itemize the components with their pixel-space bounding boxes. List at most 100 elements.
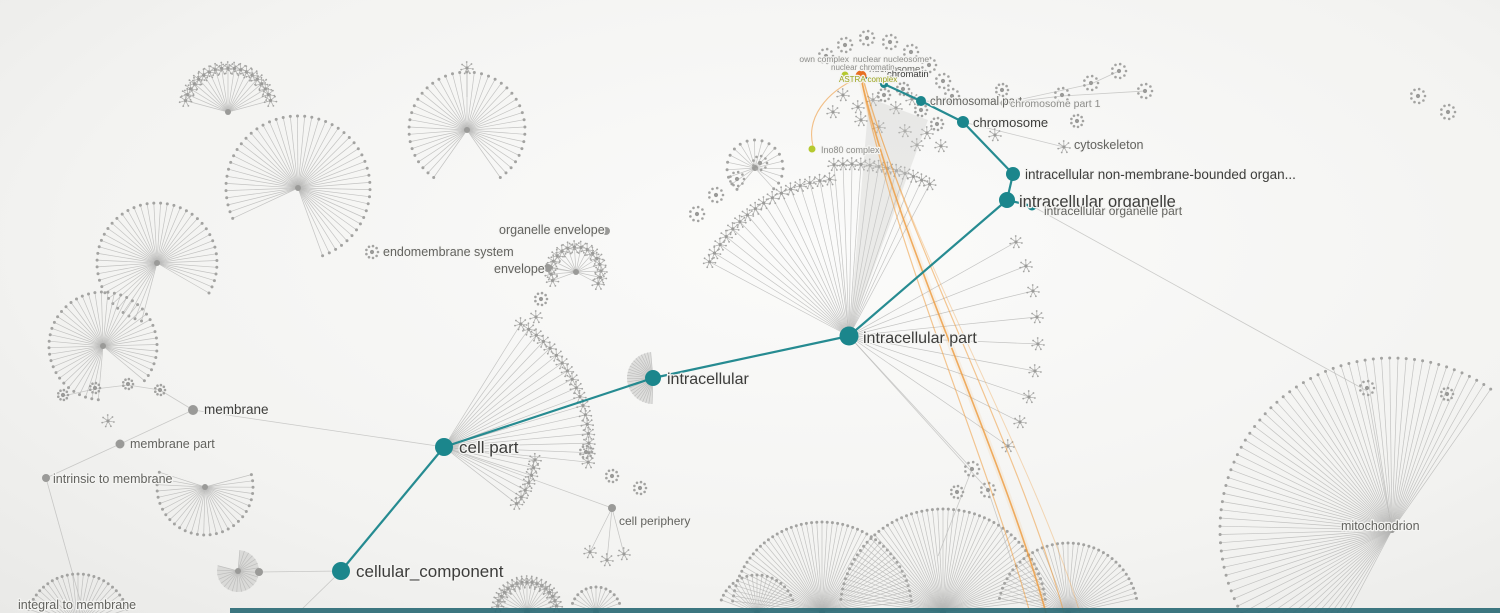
cluster-fan	[441, 444, 542, 510]
gray-edge	[119, 409, 194, 445]
leaf-daisy-cluster	[365, 244, 380, 260]
graph-node-cell_part[interactable]	[435, 438, 453, 456]
cluster-fan	[216, 550, 259, 593]
gray-node[interactable]	[188, 405, 198, 415]
leaf-daisy-cluster	[1440, 103, 1457, 121]
graph-node-chromosome[interactable]	[957, 116, 969, 128]
path-edge-intracellular-intracellular_part	[652, 334, 850, 380]
leaf-daisy-cluster	[708, 186, 725, 204]
gray-edge	[258, 570, 342, 573]
fan-wedge	[849, 98, 928, 336]
leaf-star-cluster	[920, 126, 934, 140]
node-label: nucleosome	[869, 64, 920, 75]
graph-node-astra_complex[interactable]	[841, 71, 849, 79]
graph-node-intracellular_organelle[interactable]	[999, 192, 1015, 208]
leaf-daisy-cluster	[1070, 113, 1085, 129]
graph-node-intracellular_part[interactable]	[839, 326, 859, 346]
gray-edge	[1061, 90, 1146, 97]
graph-node-intracellular_organelle_part[interactable]	[1027, 201, 1037, 211]
graph-node-intracellular[interactable]	[645, 370, 661, 386]
graph-node-intracellular_nmb_organelle[interactable]	[1006, 167, 1020, 181]
orange-path-edges	[811, 77, 1081, 613]
leaf-star-cluster	[854, 113, 868, 127]
cluster-fan	[731, 520, 913, 613]
path-edge-chromosome-chromosomal_part	[920, 100, 964, 123]
gray-edge	[45, 443, 121, 479]
leaf-daisy-cluster	[57, 388, 70, 402]
leaf-daisy-cluster	[605, 468, 620, 484]
path-edge-cellular_component-cell_part	[340, 446, 445, 572]
gray-node[interactable]	[115, 439, 125, 449]
path-edge-intracellular_nmb_organelle-chromosome	[962, 121, 1014, 175]
cluster-fan	[178, 61, 278, 115]
gray-edge	[1366, 390, 1393, 531]
graph-nodes	[332, 70, 1037, 580]
gray-node[interactable]	[1000, 99, 1008, 107]
leaf-star-cluster	[898, 124, 912, 138]
bottom-panel-edge	[230, 608, 1500, 613]
cluster-fan	[544, 240, 608, 291]
graph-node-cellular_component[interactable]	[332, 562, 350, 580]
leaf-daisy-cluster	[1359, 379, 1376, 397]
gray-edge	[987, 489, 1013, 563]
node-label: organelle envelope	[499, 223, 605, 237]
leaf-daisy-cluster	[980, 481, 997, 499]
node-label: cellular_component	[356, 562, 504, 581]
leaf-star-cluster	[826, 105, 840, 119]
leaf-daisy-cluster	[89, 381, 102, 395]
leaf-daisy-cluster	[579, 444, 594, 460]
orange-association-edge	[862, 79, 1081, 613]
gray-node[interactable]	[255, 568, 263, 576]
gray-node[interactable]	[602, 227, 610, 235]
leaf-daisy-cluster	[752, 154, 769, 172]
leaf-daisy-cluster	[122, 377, 135, 391]
graph-node-chromosomal_part[interactable]	[916, 96, 926, 106]
node-label: ASTRA complex	[839, 75, 897, 84]
leaf-daisy-cluster	[921, 56, 938, 74]
leaf-star-cluster	[934, 139, 948, 153]
leaf-daisy-cluster	[903, 43, 920, 61]
gray-node[interactable]	[608, 504, 616, 512]
node-label: chromosomal part	[930, 96, 1023, 108]
leaf-daisy-cluster	[1083, 74, 1100, 92]
cluster-fan	[155, 470, 255, 537]
gray-node[interactable]	[42, 474, 50, 482]
leaf-daisy-cluster	[995, 82, 1010, 98]
node-label: chromosome part 1	[1010, 98, 1101, 110]
cluster-fan	[95, 201, 219, 323]
graph-node-ino80_complex[interactable]	[808, 145, 816, 153]
gray-edge	[1031, 205, 1368, 392]
leaf-star-cluster	[460, 61, 474, 75]
leaf-daisy-cluster	[950, 484, 965, 500]
leaf-star-cluster	[872, 120, 886, 134]
leaf-daisy-cluster	[1054, 86, 1071, 104]
leaf-star-cluster	[988, 128, 1002, 142]
orange-association-edge	[862, 77, 1065, 613]
node-label: membrane part	[130, 437, 215, 451]
node-label: chromosome	[973, 115, 1048, 130]
node-label: envelope	[494, 262, 545, 276]
node-label: intracellular organelle part	[1044, 204, 1183, 218]
leaf-daisy-cluster	[689, 205, 706, 223]
cluster-fan	[725, 138, 785, 191]
graph-node-nucleosome[interactable]	[855, 70, 867, 82]
cluster-fan	[26, 572, 130, 613]
node-label: intrinsic to membrane	[53, 472, 173, 486]
gray-edge	[920, 100, 1005, 104]
leaf-daisy-cluster	[729, 170, 746, 188]
leaf-daisy-cluster	[633, 480, 648, 496]
graph-node-nucleosome_anchor[interactable]	[880, 80, 888, 88]
cluster-fan	[702, 172, 852, 339]
leaf-daisy-cluster	[837, 36, 854, 54]
leaf-daisy-cluster	[1111, 62, 1128, 80]
leaf-star-cluster	[889, 101, 903, 115]
node-label: nuclear nucleosome	[853, 54, 929, 64]
leaf-daisy-cluster	[944, 87, 961, 105]
gray-edge	[962, 121, 1065, 148]
leaf-daisy-cluster	[930, 116, 945, 132]
gray-node[interactable]	[544, 264, 552, 272]
gray-edge	[192, 409, 445, 448]
